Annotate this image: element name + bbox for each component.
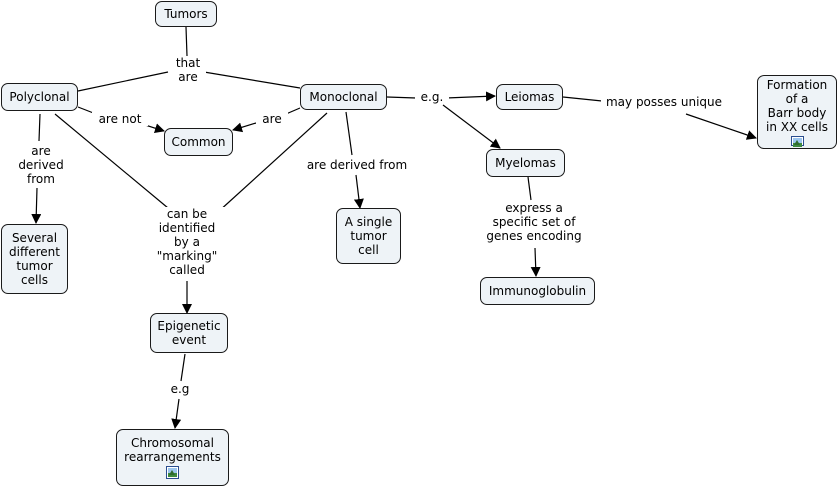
node-single-cell-label: A single tumor cell bbox=[344, 215, 393, 257]
connector-monoclonal-identified bbox=[217, 112, 328, 213]
link-can-be-identified: can be identified by a "marking" called bbox=[148, 207, 226, 277]
connector-that-are-polyclonal bbox=[77, 71, 169, 92]
node-chromosomal-label: Chromosomal rearrangements bbox=[124, 436, 221, 464]
node-several-cells-label: Several different tumor cells bbox=[9, 231, 60, 287]
connector-epigenetic-eg bbox=[180, 353, 186, 382]
node-polyclonal[interactable]: Polyclonal bbox=[1, 83, 78, 111]
node-monoclonal-label: Monoclonal bbox=[309, 90, 378, 104]
node-myelomas-label: Myelomas bbox=[495, 156, 556, 170]
node-epigenetic[interactable]: Epigenetic event bbox=[150, 313, 228, 353]
arrow-may-posses-barr-body bbox=[685, 113, 757, 140]
node-monoclonal[interactable]: Monoclonal bbox=[300, 84, 387, 110]
connector-monoclonal-derived bbox=[345, 111, 353, 156]
node-common-label: Common bbox=[171, 135, 226, 149]
link-eg-chromosomal: e.g bbox=[165, 382, 195, 396]
link-are: are bbox=[256, 112, 288, 126]
node-barr-body[interactable]: Formation of a Barr body in XX cells bbox=[757, 75, 837, 149]
node-tumors[interactable]: Tumors bbox=[155, 1, 217, 27]
image-icon[interactable] bbox=[790, 136, 804, 147]
arrow-eg-leiomas bbox=[445, 91, 496, 102]
connector-leiomas-may-posses bbox=[562, 96, 603, 102]
link-express-genes: express a specific set of genes encoding bbox=[479, 201, 589, 243]
arrow-are-common bbox=[232, 122, 257, 133]
node-epigenetic-label: Epigenetic event bbox=[157, 319, 221, 347]
connector-polyclonal-identified bbox=[54, 113, 169, 209]
connector-tumors-that-are bbox=[185, 26, 188, 57]
link-that-are: that are bbox=[170, 56, 206, 84]
connector-that-are-monoclonal bbox=[203, 71, 301, 89]
arrow-derived-single bbox=[353, 174, 364, 209]
connector-monoclonal-are bbox=[285, 107, 301, 115]
connector-monoclonal-eg bbox=[386, 96, 417, 99]
arrow-derived-several bbox=[31, 187, 42, 224]
arrow-eg-myelomas bbox=[442, 104, 501, 149]
node-single-cell[interactable]: A single tumor cell bbox=[336, 208, 401, 264]
connector-polyclonal-derived bbox=[38, 113, 41, 142]
node-immunoglobulin-label: Immunoglobulin bbox=[488, 284, 587, 298]
arrow-eg-chromosomal bbox=[171, 398, 182, 429]
link-may-posses-unique: may posses unique bbox=[601, 95, 727, 109]
link-are-derived-from-mono: are derived from bbox=[300, 158, 414, 172]
arrow-express-immunoglobulin bbox=[530, 247, 541, 277]
node-myelomas[interactable]: Myelomas bbox=[486, 149, 565, 177]
link-are-not: are not bbox=[92, 112, 148, 126]
link-are-derived-from-poly: are derived from bbox=[16, 144, 66, 186]
node-leiomas-label: Leiomas bbox=[504, 90, 555, 104]
image-icon[interactable] bbox=[166, 466, 179, 479]
node-immunoglobulin[interactable]: Immunoglobulin bbox=[480, 277, 595, 305]
node-barr-body-label: Formation of a Barr body in XX cells bbox=[766, 78, 828, 134]
node-leiomas[interactable]: Leiomas bbox=[496, 84, 563, 110]
link-eg-leiomas: e.g. bbox=[415, 90, 449, 104]
node-chromosomal[interactable]: Chromosomal rearrangements bbox=[116, 429, 229, 486]
node-tumors-label: Tumors bbox=[164, 7, 208, 21]
node-common[interactable]: Common bbox=[164, 128, 233, 156]
connector-myelomas-express bbox=[527, 176, 532, 201]
node-polyclonal-label: Polyclonal bbox=[9, 90, 70, 104]
node-several-cells[interactable]: Several different tumor cells bbox=[1, 224, 68, 294]
